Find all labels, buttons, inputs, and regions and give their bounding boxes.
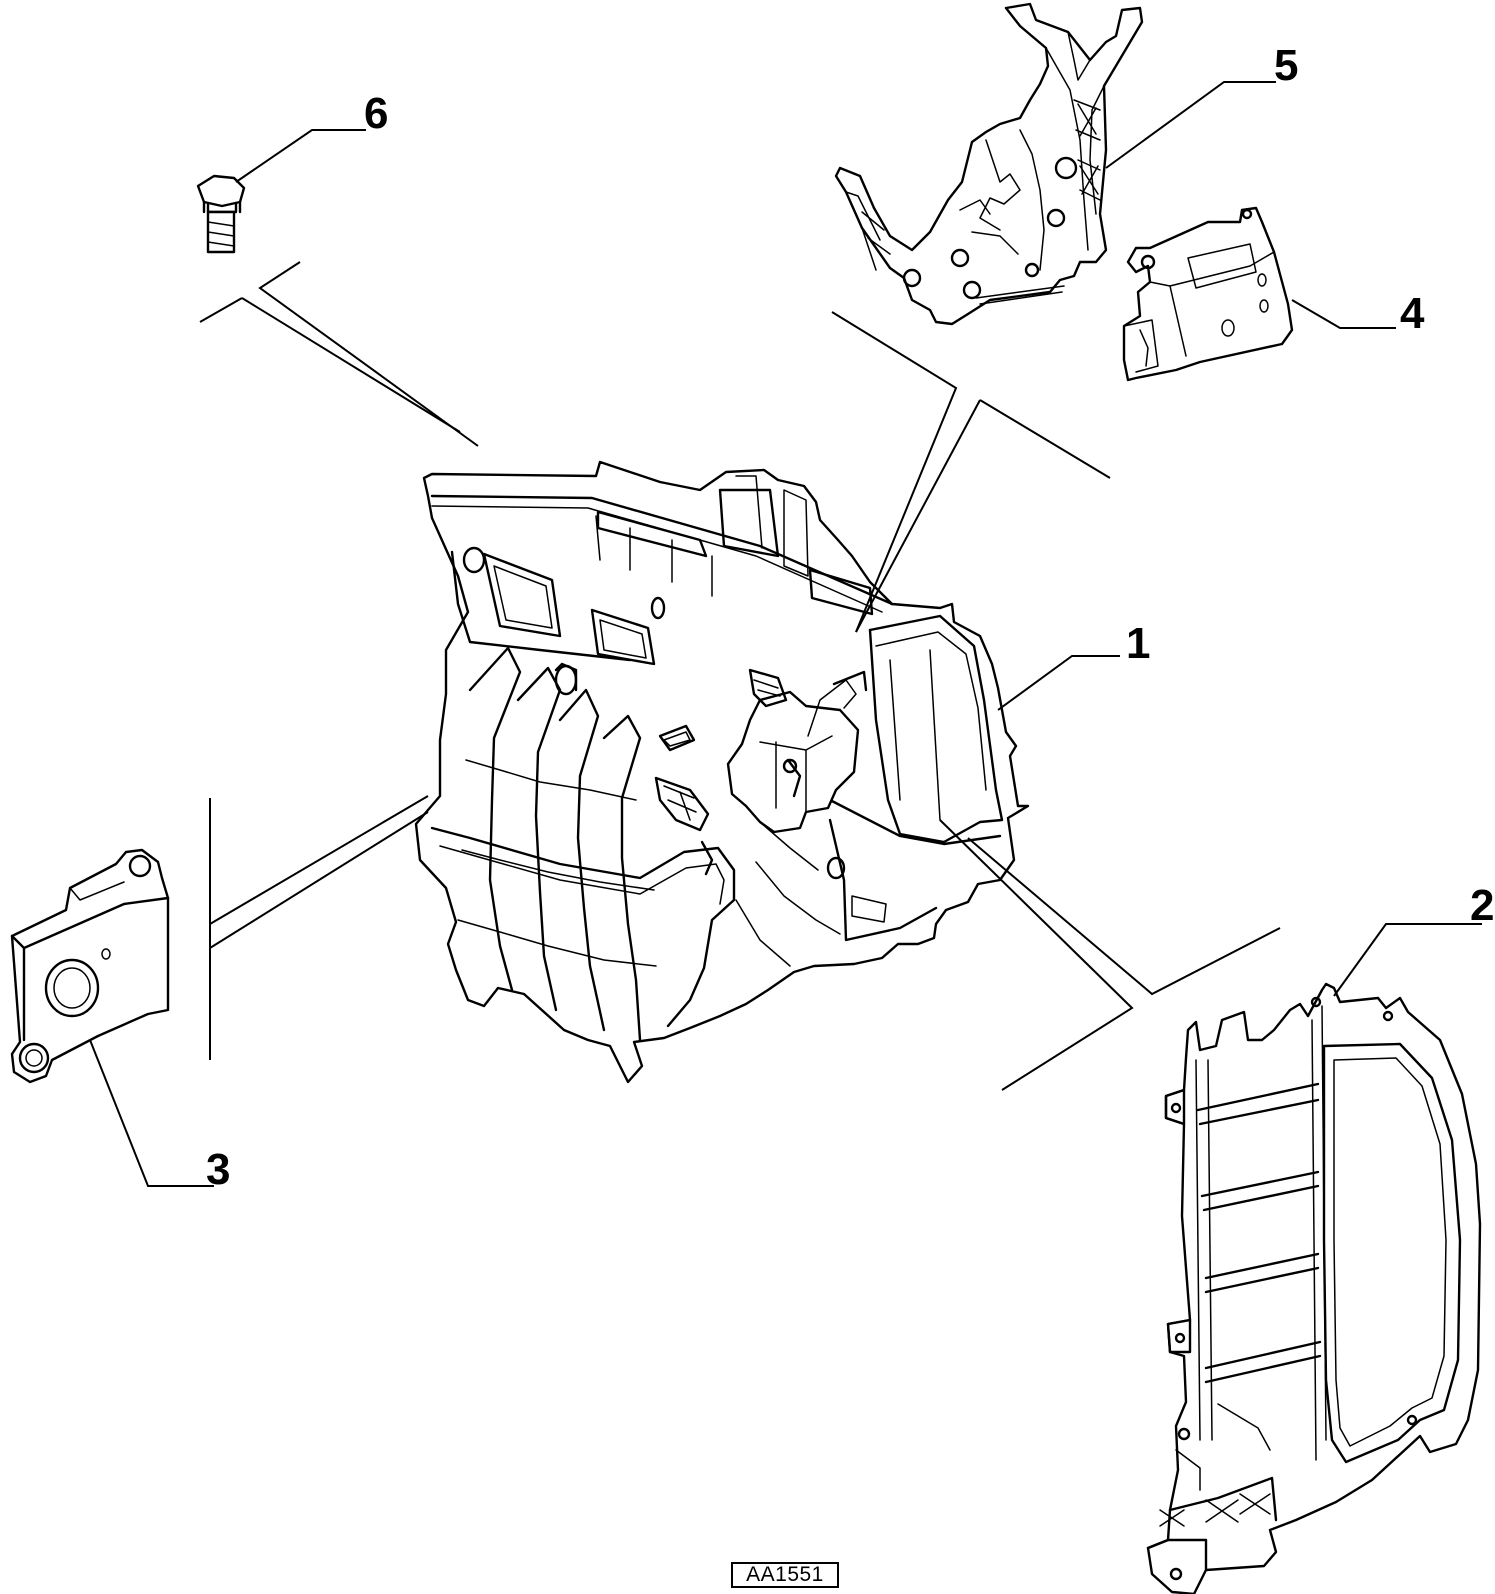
callout-4: 4 (1400, 289, 1425, 338)
assembly-guide-lines (199, 261, 1281, 1091)
callout-5: 5 (1274, 41, 1298, 90)
part-3-actuator-bracket[interactable] (10, 848, 170, 1084)
part-1-heater-housing[interactable] (414, 460, 1030, 1084)
diagram-reference-code: AA1551 (731, 1562, 839, 1588)
part-2-side-cover[interactable] (1146, 982, 1482, 1594)
callout-3: 3 (206, 1145, 230, 1194)
callout-leaders (89, 81, 1482, 1187)
part-6-bolt[interactable] (196, 174, 246, 254)
callout-numbers: 6 5 4 1 2 3 (206, 41, 1494, 1194)
callout-2: 2 (1470, 881, 1494, 930)
callout-6: 6 (364, 89, 388, 138)
part-4-actuator[interactable] (1122, 206, 1294, 382)
callout-1: 1 (1126, 619, 1150, 668)
part-5-bracket-frame[interactable] (834, 2, 1144, 326)
